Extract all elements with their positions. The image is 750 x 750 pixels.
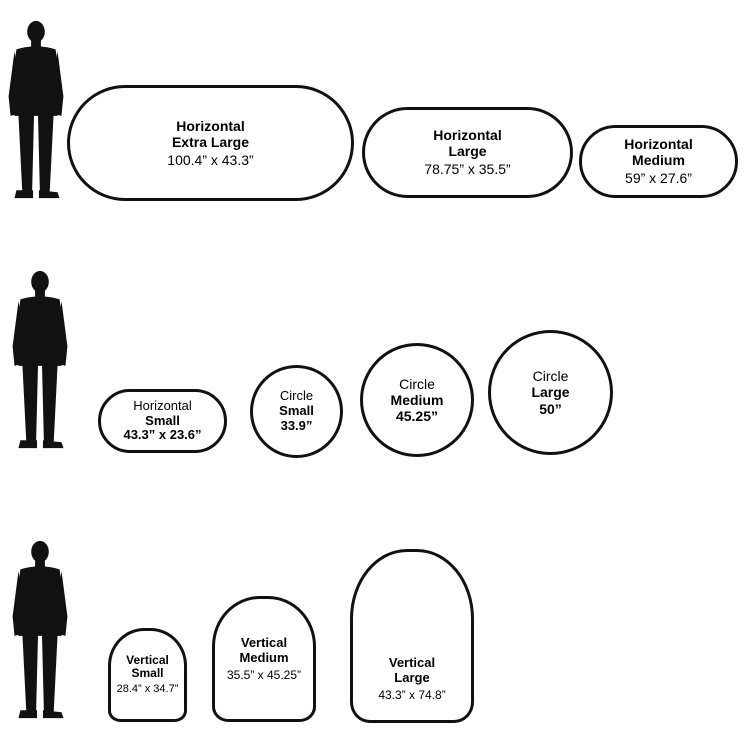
shape-horizontal-extra-large: Horizontal Extra Large 100.4” x 43.3” (67, 85, 354, 201)
shape-vertical-large: Vertical Large 43.3” x 74.8” (350, 549, 474, 723)
shape-size: Small (145, 412, 180, 428)
shape-name: Vertical (388, 654, 436, 670)
shape-name: Horizontal (433, 127, 502, 143)
shape-dimensions: 43.3” x 23.6” (123, 427, 202, 443)
shape-horizontal-large: Horizontal Large 78.75” x 35.5” (362, 107, 573, 198)
shape-dimensions: 50” (539, 400, 562, 417)
shape-name: Vertical (240, 634, 288, 650)
person-silhouette-icon (10, 268, 70, 454)
shape-dimensions: 78.75” x 35.5” (424, 161, 511, 178)
shape-size: Medium (239, 649, 289, 665)
shape-dimensions: 100.4” x 43.3” (167, 151, 254, 168)
shape-name: Vertical (126, 652, 169, 667)
shape-dimensions: 45.25” (395, 408, 439, 425)
shape-size: Small (131, 666, 164, 681)
shape-dimensions: 43.3” x 74.8” (378, 687, 446, 702)
shape-size: Large (531, 384, 570, 401)
shape-name: Horizontal (176, 117, 245, 134)
shape-name: Horizontal (133, 397, 192, 413)
shape-circle-small: Circle Small 33.9” (250, 365, 343, 458)
shape-dimensions: 59” x 27.6” (625, 170, 692, 187)
shape-name: Circle (399, 375, 435, 392)
shape-size: Large (394, 669, 430, 685)
shape-name: Circle (532, 368, 569, 385)
shape-size: Extra Large (171, 133, 250, 150)
person-silhouette-icon (10, 538, 70, 724)
shape-circle-large: Circle Large 50” (488, 330, 613, 455)
shape-circle-medium: Circle Medium 45.25” (360, 343, 474, 457)
shape-vertical-medium: Vertical Medium 35.5” x 45.25” (212, 596, 316, 722)
shape-name: Circle (279, 388, 314, 404)
person-silhouette-icon (6, 18, 66, 204)
shape-size: Medium (632, 152, 685, 169)
shape-size: Small (279, 403, 314, 419)
shape-dimensions: 33.9” (280, 417, 313, 433)
shape-dimensions: 35.5” x 45.25” (226, 667, 302, 682)
shape-name: Horizontal (624, 136, 693, 152)
shape-vertical-small: Vertical Small 28.4” x 34.7” (108, 628, 187, 722)
shape-size: Large (448, 143, 487, 160)
shape-dimensions: 28.4” x 34.7” (116, 683, 179, 696)
shape-size: Medium (390, 391, 444, 408)
shape-horizontal-small: Horizontal Small 43.3” x 23.6” (98, 389, 227, 453)
shape-horizontal-medium: Horizontal Medium 59” x 27.6” (579, 125, 738, 198)
